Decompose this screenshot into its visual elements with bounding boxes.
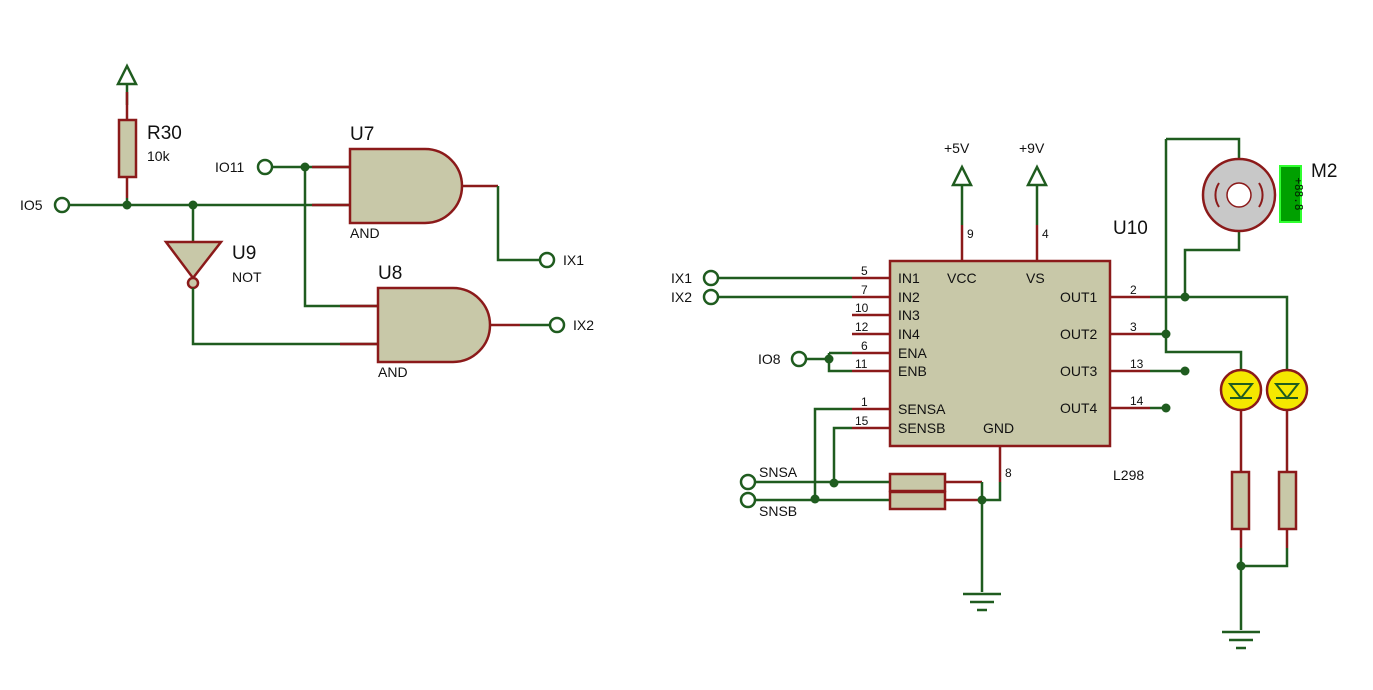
label-5v: +5V [944,140,970,156]
resistor-led-2[interactable] [1277,470,1298,531]
label-ix2-out: IX2 [573,317,594,333]
not-gate-u9[interactable] [163,240,224,290]
pin-name-vs: VS [1026,270,1045,286]
ic-u10-l298[interactable] [888,259,1112,448]
terminal-io11[interactable] [256,158,274,176]
pin-name-in2: IN2 [898,289,920,305]
power-arrow-5v [950,164,974,225]
pin-name-out4: OUT4 [1060,400,1098,416]
u7-ref: U7 [350,124,374,145]
pin-num-sensb: 15 [855,414,869,428]
pin-num-out3: 13 [1130,357,1144,371]
and-gate-u8[interactable] [340,286,520,364]
label-snsa: SNSA [759,464,798,480]
u10-part: L298 [1113,467,1144,483]
resistor-led-1[interactable] [1230,470,1251,531]
u9-ref: U9 [232,243,256,264]
junction-snsa [829,478,839,488]
pin-num-vcc: 9 [967,227,974,241]
label-io11: IO11 [215,159,245,175]
led-1[interactable] [1219,368,1263,412]
pin-name-out1: OUT1 [1060,289,1098,305]
pin-num-out2: 3 [1130,320,1137,334]
pin-num-in3: 10 [855,301,869,315]
sense-resistor-a[interactable] [888,472,947,493]
terminal-out3-end [1180,366,1190,376]
terminal-ix2-in[interactable] [702,288,720,306]
pin-num-out4: 14 [1130,394,1144,408]
pin-num-in1: 5 [861,264,868,278]
resistor-r30[interactable] [117,118,138,198]
led-2[interactable] [1265,368,1309,412]
label-ix2-in: IX2 [671,289,692,305]
pin-name-in1: IN1 [898,270,920,286]
pin-num-in2: 7 [861,283,868,297]
ground-symbol-2 [1222,630,1260,650]
motor-display-value: +88.8 [1292,177,1305,210]
u7-type: AND [350,225,380,241]
r30-ref: R30 [147,123,182,144]
junction-gnd [977,495,987,505]
label-ix1-out: IX1 [563,252,584,268]
pin-name-in3: IN3 [898,307,920,323]
and-gate-u7[interactable] [312,147,498,225]
pin-name-out2: OUT2 [1060,326,1098,342]
junction-snsb [810,494,820,504]
m2-ref: M2 [1311,161,1337,182]
power-arrow-9v [1025,164,1049,225]
terminal-ix2-out[interactable] [548,316,566,334]
label-io5: IO5 [20,197,43,213]
pin-num-gnd: 8 [1005,466,1012,480]
pin-num-out1: 2 [1130,283,1137,297]
pin-num-ena: 6 [861,339,868,353]
ground-symbol-1 [963,592,1001,612]
terminal-snsb[interactable] [739,491,757,509]
r30-value: 10k [147,148,171,164]
pin-num-sensa: 1 [861,395,868,409]
label-io8: IO8 [758,351,781,367]
u8-ref: U8 [378,263,402,284]
junction-led-gnd [1236,561,1246,571]
pin-name-in4: IN4 [898,326,920,342]
pin-name-vcc: VCC [947,270,977,286]
pin-num-enb: 11 [855,357,868,371]
u8-type: AND [378,364,408,380]
pin-num-in4: 12 [855,320,869,334]
terminal-snsa[interactable] [739,473,757,491]
terminal-out4-end [1161,403,1171,413]
sense-resistor-b[interactable] [888,490,947,511]
junction-io5-r30 [122,200,132,210]
terminal-ix1-out[interactable] [538,251,556,269]
pin-name-sensa: SENSA [898,401,946,417]
pin-name-ena: ENA [898,345,927,361]
label-ix1-in: IX1 [671,270,692,286]
pin-name-enb: ENB [898,363,927,379]
u9-type: NOT [232,269,262,285]
u10-ref: U10 [1113,218,1148,239]
terminal-io5[interactable] [53,196,71,214]
pin-name-out3: OUT3 [1060,363,1098,379]
label-9v: +9V [1019,140,1045,156]
pin-name-sensb: SENSB [898,420,945,436]
terminal-io8[interactable] [790,350,808,368]
terminal-ix1-in[interactable] [702,269,720,287]
motor-m2[interactable] [1201,157,1277,233]
motor-display: +88.8 [1279,165,1305,223]
pin-num-vs: 4 [1042,227,1049,241]
pin-name-gnd: GND [983,420,1014,436]
junction-io8 [824,354,834,364]
label-snsb: SNSB [759,503,797,519]
